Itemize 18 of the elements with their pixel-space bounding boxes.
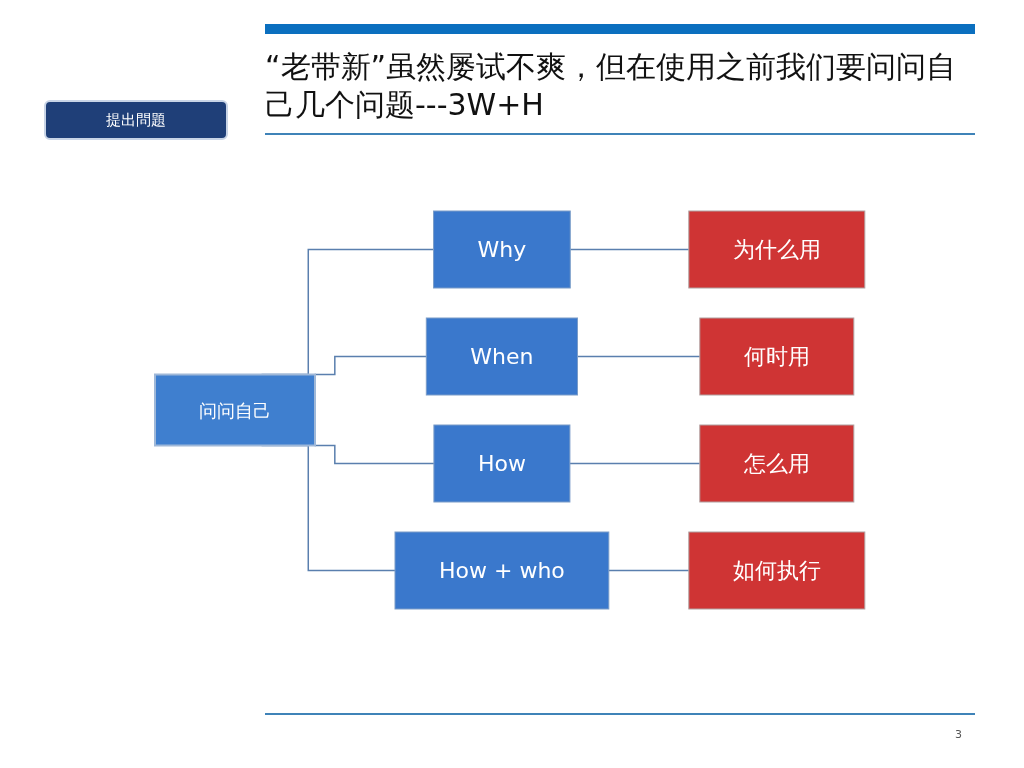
node-box: 问问自己 (154, 373, 317, 447)
node-box: How (433, 424, 571, 503)
node-box: 为什么用 (688, 210, 866, 289)
node-box: 如何执行 (688, 531, 866, 610)
connector (608, 569, 690, 572)
connector (569, 248, 690, 251)
connector (576, 355, 701, 358)
node-box: 怎么用 (699, 424, 855, 503)
connector (313, 444, 435, 465)
node-box: How + who (394, 531, 610, 610)
page-number: 3 (955, 728, 962, 741)
node-box: When (425, 317, 579, 396)
slide-title: “老带新”虽然屡试不爽，但在使用之前我们要问问自己几个问题---3W+H (265, 48, 958, 124)
section-tag: 提出問題 (44, 100, 228, 140)
node-box: Why (433, 210, 571, 289)
connector (313, 355, 428, 376)
connector (569, 462, 701, 465)
node-box: 何时用 (699, 317, 855, 396)
